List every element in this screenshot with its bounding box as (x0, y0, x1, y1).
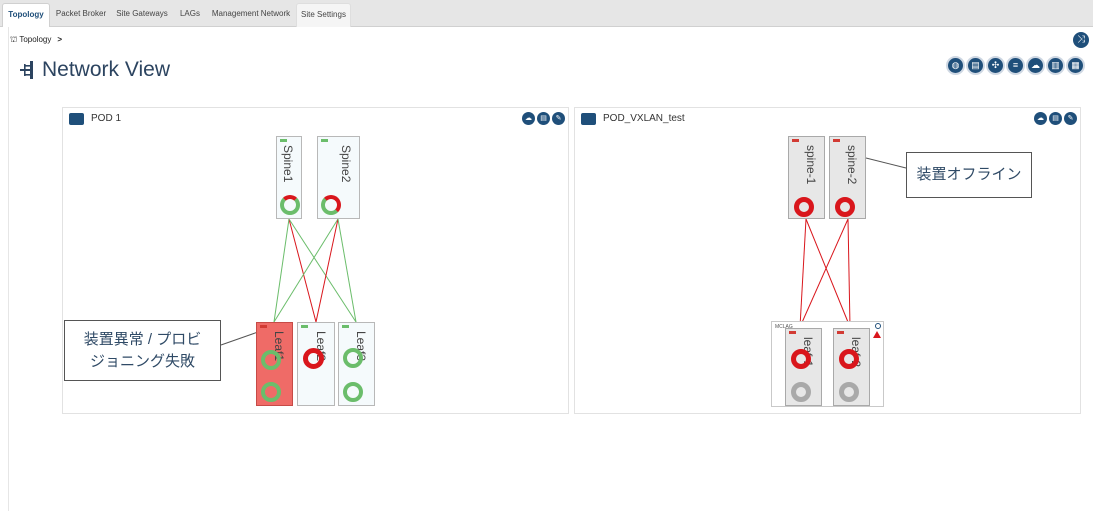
health-ring (791, 382, 811, 402)
network-icon[interactable]: ✣ (986, 56, 1005, 75)
globe-icon[interactable]: ◍ (946, 56, 965, 75)
document-icon[interactable]: ▦ (1066, 56, 1085, 75)
edit-icon[interactable]: ✎ (1064, 112, 1077, 125)
pod-icon (69, 113, 84, 125)
device-spine1[interactable]: Spine1 (276, 136, 302, 219)
health-ring (321, 195, 341, 215)
status-led (789, 331, 796, 334)
health-ring (835, 197, 855, 217)
health-ring (261, 350, 281, 370)
chevron-right-icon: > (57, 35, 63, 44)
clipboard-icon[interactable]: ▤ (1049, 112, 1062, 125)
pod-title: POD_VXLAN_test (603, 113, 685, 124)
pod-icon (581, 113, 596, 125)
database-icon[interactable]: ≡ (1006, 56, 1025, 75)
device-name: spine-2 (845, 145, 859, 185)
tab-topology[interactable]: Topology (2, 3, 50, 27)
cloud-icon[interactable]: ☁ (522, 112, 535, 125)
callout-text-line2: ジョニング失敗 (89, 353, 195, 370)
health-ring (303, 348, 324, 369)
clipboard-icon[interactable]: ▤ (537, 112, 550, 125)
health-ring (794, 197, 814, 217)
status-led (280, 139, 287, 142)
device-spine2[interactable]: Spine2 (317, 136, 360, 219)
device-name: Spine2 (339, 145, 353, 183)
breadcrumb-topology[interactable]: Topology (19, 35, 52, 44)
device-leaf1[interactable]: Leaf1 (256, 322, 293, 406)
tab-lags[interactable]: LAGs (179, 9, 200, 18)
status-led (260, 325, 267, 328)
health-ring (343, 348, 363, 368)
tab-site-settings[interactable]: Site Settings (296, 3, 351, 27)
device-spine-2[interactable]: spine-2 (829, 136, 866, 219)
status-led (837, 331, 844, 334)
device-name: Spine1 (281, 145, 295, 183)
book-icon[interactable]: ▥ (1046, 56, 1065, 75)
cloud-icon[interactable]: ☁ (1026, 56, 1045, 75)
device-spine-1[interactable]: spine-1 (788, 136, 825, 219)
status-led (342, 325, 349, 328)
warning-icon (873, 331, 881, 338)
callout-offline: 装置オフライン (906, 152, 1032, 198)
callout-text: 装置オフライン (916, 166, 1022, 183)
mclag-label: MCLAG (775, 324, 793, 330)
breadcrumb: ⛫Topology > (10, 35, 62, 45)
health-ring (280, 195, 300, 215)
device-leaf2[interactable]: Leaf2 (297, 322, 335, 406)
tab-bar: Topology Packet Broker Site Gateways LAG… (0, 0, 1093, 27)
tab-management-network[interactable]: Management Network (211, 9, 291, 18)
device-leaf-2[interactable]: leaf-2 (833, 328, 870, 406)
device-leaf3[interactable]: Leaf3 (338, 322, 375, 406)
callout-failure: 装置異常 / プロビ ジョニング失敗 (64, 320, 221, 381)
device-leaf-1[interactable]: leaf-1 (785, 328, 822, 406)
tree-icon (20, 61, 33, 79)
device-name: spine-1 (804, 145, 818, 185)
tab-site-gateways[interactable]: Site Gateways (116, 9, 168, 18)
status-led (833, 139, 840, 142)
edit-icon[interactable]: ✎ (552, 112, 565, 125)
shuffle-icon[interactable]: ⤨ (1073, 32, 1089, 48)
health-ring (839, 349, 859, 369)
topology-icon: ⛫ (10, 35, 18, 44)
pod-title: POD 1 (91, 113, 122, 124)
status-led (792, 139, 799, 142)
status-led (321, 139, 328, 142)
clipboard-icon[interactable]: ▤ (966, 56, 985, 75)
tab-packet-broker[interactable]: Packet Broker (55, 9, 107, 18)
health-ring (343, 382, 363, 402)
health-ring (261, 382, 281, 402)
cloud-icon[interactable]: ☁ (1034, 112, 1047, 125)
health-ring (791, 349, 811, 369)
page-title: Network View (42, 58, 170, 81)
settings-icon[interactable] (875, 323, 881, 329)
status-led (301, 325, 308, 328)
health-ring (839, 382, 859, 402)
callout-text-line1: 装置異常 / プロビ (83, 331, 202, 348)
